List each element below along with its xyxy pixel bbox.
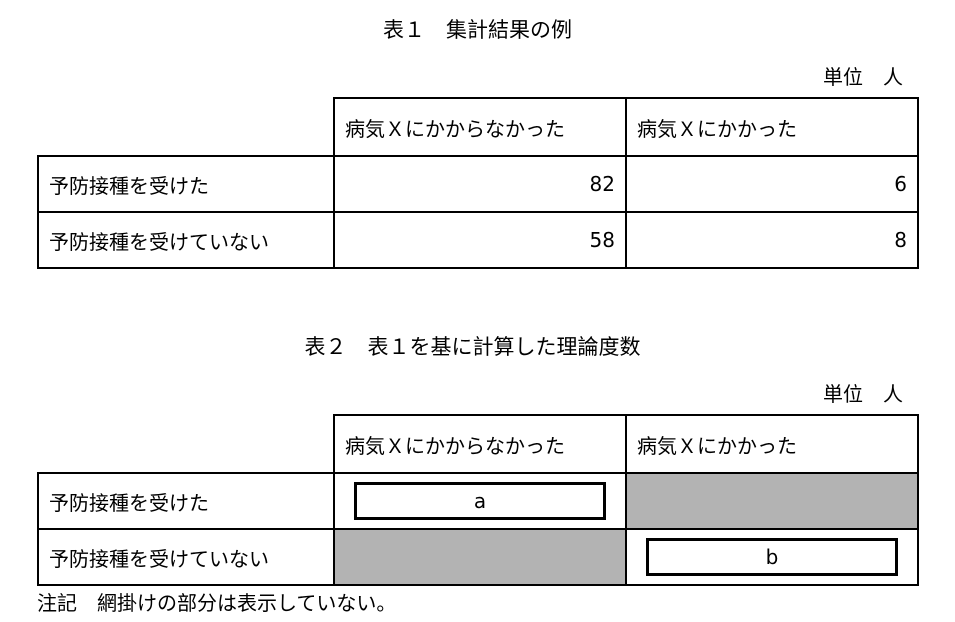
table1-corner-cell <box>38 98 335 157</box>
table2-corner-cell <box>38 415 335 474</box>
table2-row-label-vaccinated: 予防接種を受けた <box>37 472 335 530</box>
table-row: 予防接種を受けた 82 6 <box>37 155 919 213</box>
table2-cell-unvaccinated-infected: b <box>625 528 919 586</box>
table2-title: 表２ 表１を基に計算した理論度数 <box>304 335 641 359</box>
table1-cell-vaccinated-infected: 6 <box>625 155 919 213</box>
table1-cell-unvaccinated-not-infected: 58 <box>333 211 627 269</box>
table1-col-header-not-infected: 病気Ｘにかからなかった <box>333 97 627 157</box>
table1-row-label-vaccinated: 予防接種を受けた <box>37 155 335 213</box>
table2-col-header-infected: 病気Ｘにかかった <box>625 414 919 474</box>
table1-header-row: 病気Ｘにかからなかった 病気Ｘにかかった <box>38 97 919 157</box>
table1-title: 表１ 集計結果の例 <box>383 18 572 42</box>
table-row: 予防接種を受けていない b <box>37 528 919 586</box>
table1-col-header-infected: 病気Ｘにかかった <box>625 97 919 157</box>
answer-box-a: a <box>354 482 606 520</box>
answer-box-b: b <box>646 538 898 576</box>
table1-cell-vaccinated-not-infected: 82 <box>333 155 627 213</box>
table1: 病気Ｘにかからなかった 病気Ｘにかかった 予防接種を受けた 82 6 予防接種を… <box>37 97 919 269</box>
table1-row-label-unvaccinated: 予防接種を受けていない <box>37 211 335 269</box>
table2-col-header-not-infected: 病気Ｘにかからなかった <box>333 414 627 474</box>
table1-cell-unvaccinated-infected: 8 <box>625 211 919 269</box>
table1-unit-label: 単位 人 <box>823 65 903 89</box>
table2-unit-label: 単位 人 <box>823 382 903 406</box>
footnote: 注記 網掛けの部分は表示していない。 <box>37 591 397 615</box>
table2-header-row: 病気Ｘにかからなかった 病気Ｘにかかった <box>38 414 919 474</box>
table2-cell-vaccinated-not-infected: a <box>333 472 627 530</box>
table-row: 予防接種を受けていない 58 8 <box>37 211 919 269</box>
table2: 病気Ｘにかからなかった 病気Ｘにかかった 予防接種を受けた a 予防接種を受けて… <box>37 414 919 586</box>
table2-shaded-cell-vaccinated-infected <box>625 472 919 530</box>
table-row: 予防接種を受けた a <box>37 472 919 530</box>
table2-shaded-cell-unvaccinated-not-infected <box>333 528 627 586</box>
table2-row-label-unvaccinated: 予防接種を受けていない <box>37 528 335 586</box>
